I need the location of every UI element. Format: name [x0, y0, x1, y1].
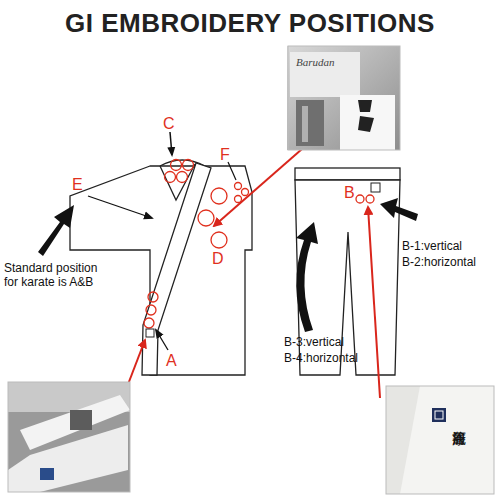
machine-photo [8, 382, 130, 492]
position-note: B-3:vertical [284, 336, 344, 350]
position-letter: E [72, 176, 83, 194]
position-letter: A [166, 352, 177, 370]
position-letter: F [220, 146, 230, 164]
diagram-title: GI EMBROIDERY POSITIONS [0, 8, 500, 39]
position-square [371, 183, 380, 192]
machine-photo [287, 46, 400, 150]
fabric-photo [386, 386, 494, 494]
position-square [146, 329, 154, 337]
photo-arrows [122, 128, 380, 400]
machine-brand: Barudan [296, 56, 335, 69]
note-text: Standard position for karate is A&B [4, 262, 114, 290]
position-letter: B [344, 184, 355, 202]
leader-arrows [88, 132, 236, 350]
position-marks [144, 160, 249, 329]
position-letter: C [163, 115, 175, 133]
position-marks [356, 195, 374, 203]
position-note: B-4:horizontal [284, 352, 358, 366]
position-letter: D [212, 250, 224, 268]
position-note: B-1:vertical [402, 240, 462, 254]
position-note: B-2:horizontal [402, 256, 476, 270]
